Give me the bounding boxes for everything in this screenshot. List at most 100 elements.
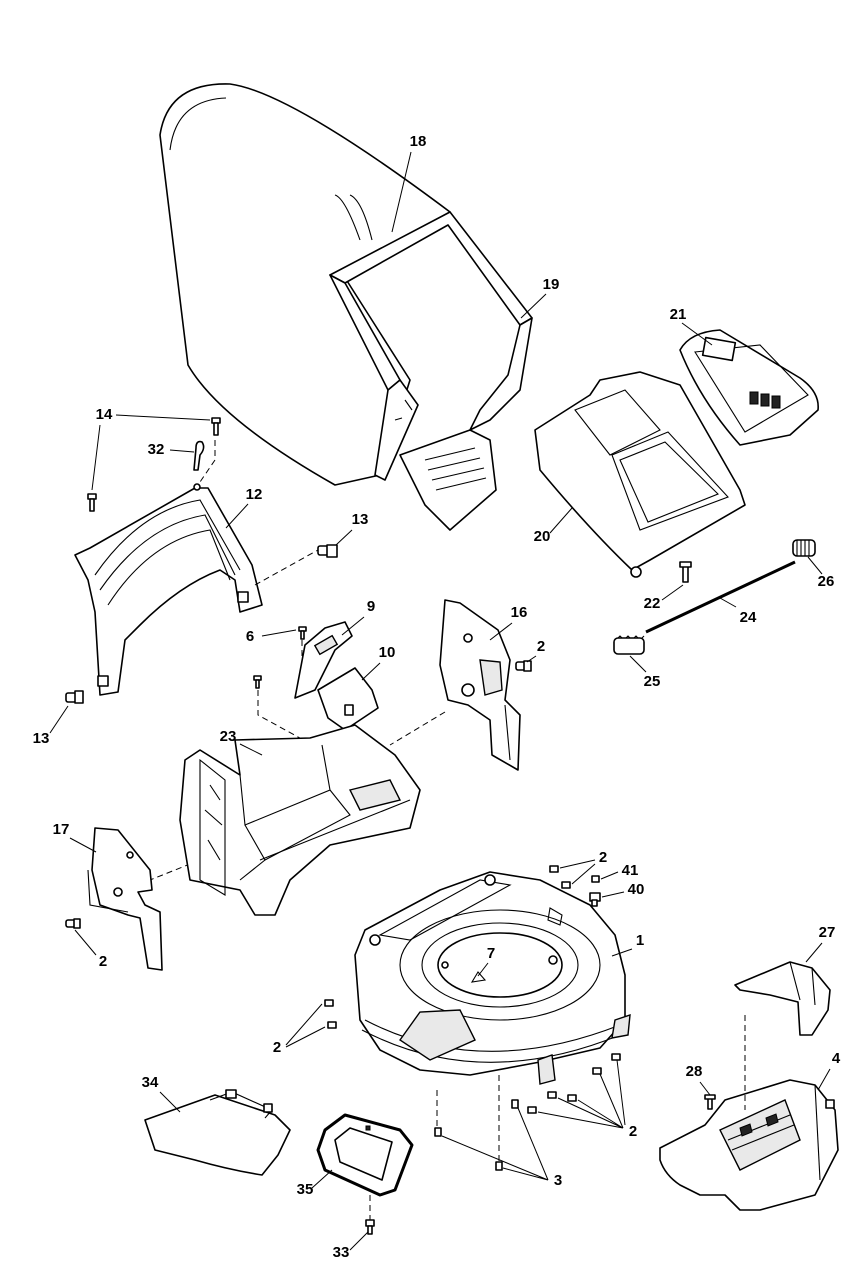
- leader-41: [600, 871, 619, 880]
- leader-14: [91, 414, 211, 491]
- callout-20: 20: [534, 528, 551, 545]
- part-2-screws-left: [324, 999, 337, 1029]
- callout-23: 23: [220, 728, 237, 745]
- callout-7: 7: [487, 945, 495, 962]
- leader-1: [611, 948, 633, 957]
- leader-26: [807, 556, 823, 575]
- part-26-spring: [792, 539, 816, 557]
- leader-6: [261, 629, 297, 637]
- part-4-rear-housing: [659, 1079, 839, 1211]
- leader-27: [805, 942, 823, 963]
- part-35-frame: [316, 1113, 414, 1197]
- part-6-screws: [253, 626, 307, 689]
- part-10-plate: [317, 667, 379, 731]
- leader-28: [699, 1081, 711, 1096]
- leader-33: [349, 1231, 369, 1251]
- part-3-screws: [434, 1099, 519, 1171]
- part-40-fitting: [589, 892, 601, 907]
- callout-1: 1: [636, 932, 644, 949]
- callout-9: 9: [367, 598, 375, 615]
- part-12-bracket: [74, 487, 263, 696]
- part-2-screws-top: [549, 865, 571, 889]
- part-9-latch: [294, 621, 353, 699]
- part-18-grass-bag: [159, 83, 533, 531]
- part-24-rod: [645, 560, 796, 634]
- leader-9: [341, 616, 365, 636]
- part-17-left-plate: [87, 827, 163, 971]
- leader-35: [311, 1169, 333, 1189]
- callout-41: 41: [622, 862, 639, 879]
- leader-32: [169, 449, 195, 453]
- callout-6: 6: [246, 628, 254, 645]
- callout-10: 10: [379, 644, 396, 661]
- part-33-screw: [365, 1219, 375, 1235]
- leader-3: [441, 1107, 549, 1181]
- part-16-right-plate: [439, 599, 521, 771]
- callout-28: 28: [686, 1063, 703, 1080]
- leader-12: [225, 503, 249, 529]
- part-32-pin: [193, 440, 205, 491]
- callout-18: 18: [410, 133, 427, 150]
- leader-22: [661, 584, 684, 601]
- alignment-line: [149, 859, 201, 881]
- callout-2-c: 2: [599, 849, 607, 866]
- leader-13-b: [49, 705, 69, 734]
- leader-2-e: [537, 1059, 626, 1129]
- leader-23: [239, 743, 263, 756]
- leader-2-b: [74, 929, 97, 956]
- callout-2-d: 2: [273, 1039, 281, 1056]
- callout-22: 22: [644, 595, 661, 612]
- part-27-cap: [734, 961, 831, 1036]
- leader-4: [817, 1068, 831, 1091]
- part-2-screw: [515, 660, 532, 672]
- callout-24: 24: [740, 609, 757, 626]
- callout-21: 21: [670, 306, 687, 323]
- callout-16: 16: [511, 604, 528, 621]
- part-2-screw: [65, 918, 81, 929]
- callout-40: 40: [628, 881, 645, 898]
- alignment-line: [257, 690, 341, 761]
- callout-33: 33: [333, 1244, 350, 1261]
- part-14-screws: [87, 417, 221, 512]
- alignment-line: [199, 440, 216, 483]
- leader-25: [629, 655, 647, 673]
- callout-34: 34: [142, 1074, 159, 1091]
- callout-13-b: 13: [33, 730, 50, 747]
- callout-17: 17: [53, 821, 70, 838]
- part-22-screw: [679, 561, 692, 583]
- callout-26: 26: [818, 573, 835, 590]
- leader-24: [719, 597, 737, 608]
- callout-35: 35: [297, 1181, 314, 1198]
- callout-12: 12: [246, 486, 263, 503]
- leader-16: [489, 622, 513, 641]
- leader-13-a: [335, 529, 353, 546]
- leader-17: [69, 837, 97, 853]
- part-20-rear-cover: [534, 371, 746, 578]
- callout-4: 4: [832, 1050, 841, 1067]
- callout-2-e: 2: [629, 1123, 637, 1140]
- leader-18: [391, 151, 412, 233]
- leader-20: [549, 507, 573, 534]
- callout-3: 3: [554, 1172, 562, 1189]
- leader-2-d: [285, 1003, 326, 1048]
- callout-2-a: 2: [537, 638, 545, 655]
- part-2-screws-lower: [527, 1053, 621, 1114]
- callout-25: 25: [644, 673, 661, 690]
- part-1-mower-deck: [354, 871, 631, 1085]
- leader-7: [477, 962, 489, 977]
- leader-2-c: [559, 859, 596, 885]
- part-25-spring: [613, 635, 645, 655]
- leader-2-a: [526, 655, 537, 663]
- leader-34: [159, 1091, 181, 1113]
- leader-19: [520, 293, 547, 319]
- callout-27: 27: [819, 924, 836, 941]
- alignment-line: [389, 711, 446, 746]
- leader-10: [361, 662, 381, 681]
- part-28-screw: [704, 1094, 716, 1110]
- callout-32: 32: [148, 441, 165, 458]
- callout-14: 14: [96, 406, 113, 423]
- leader-21: [681, 322, 713, 346]
- part-21-cover-panel: [679, 329, 819, 446]
- alignment-line: [254, 549, 319, 586]
